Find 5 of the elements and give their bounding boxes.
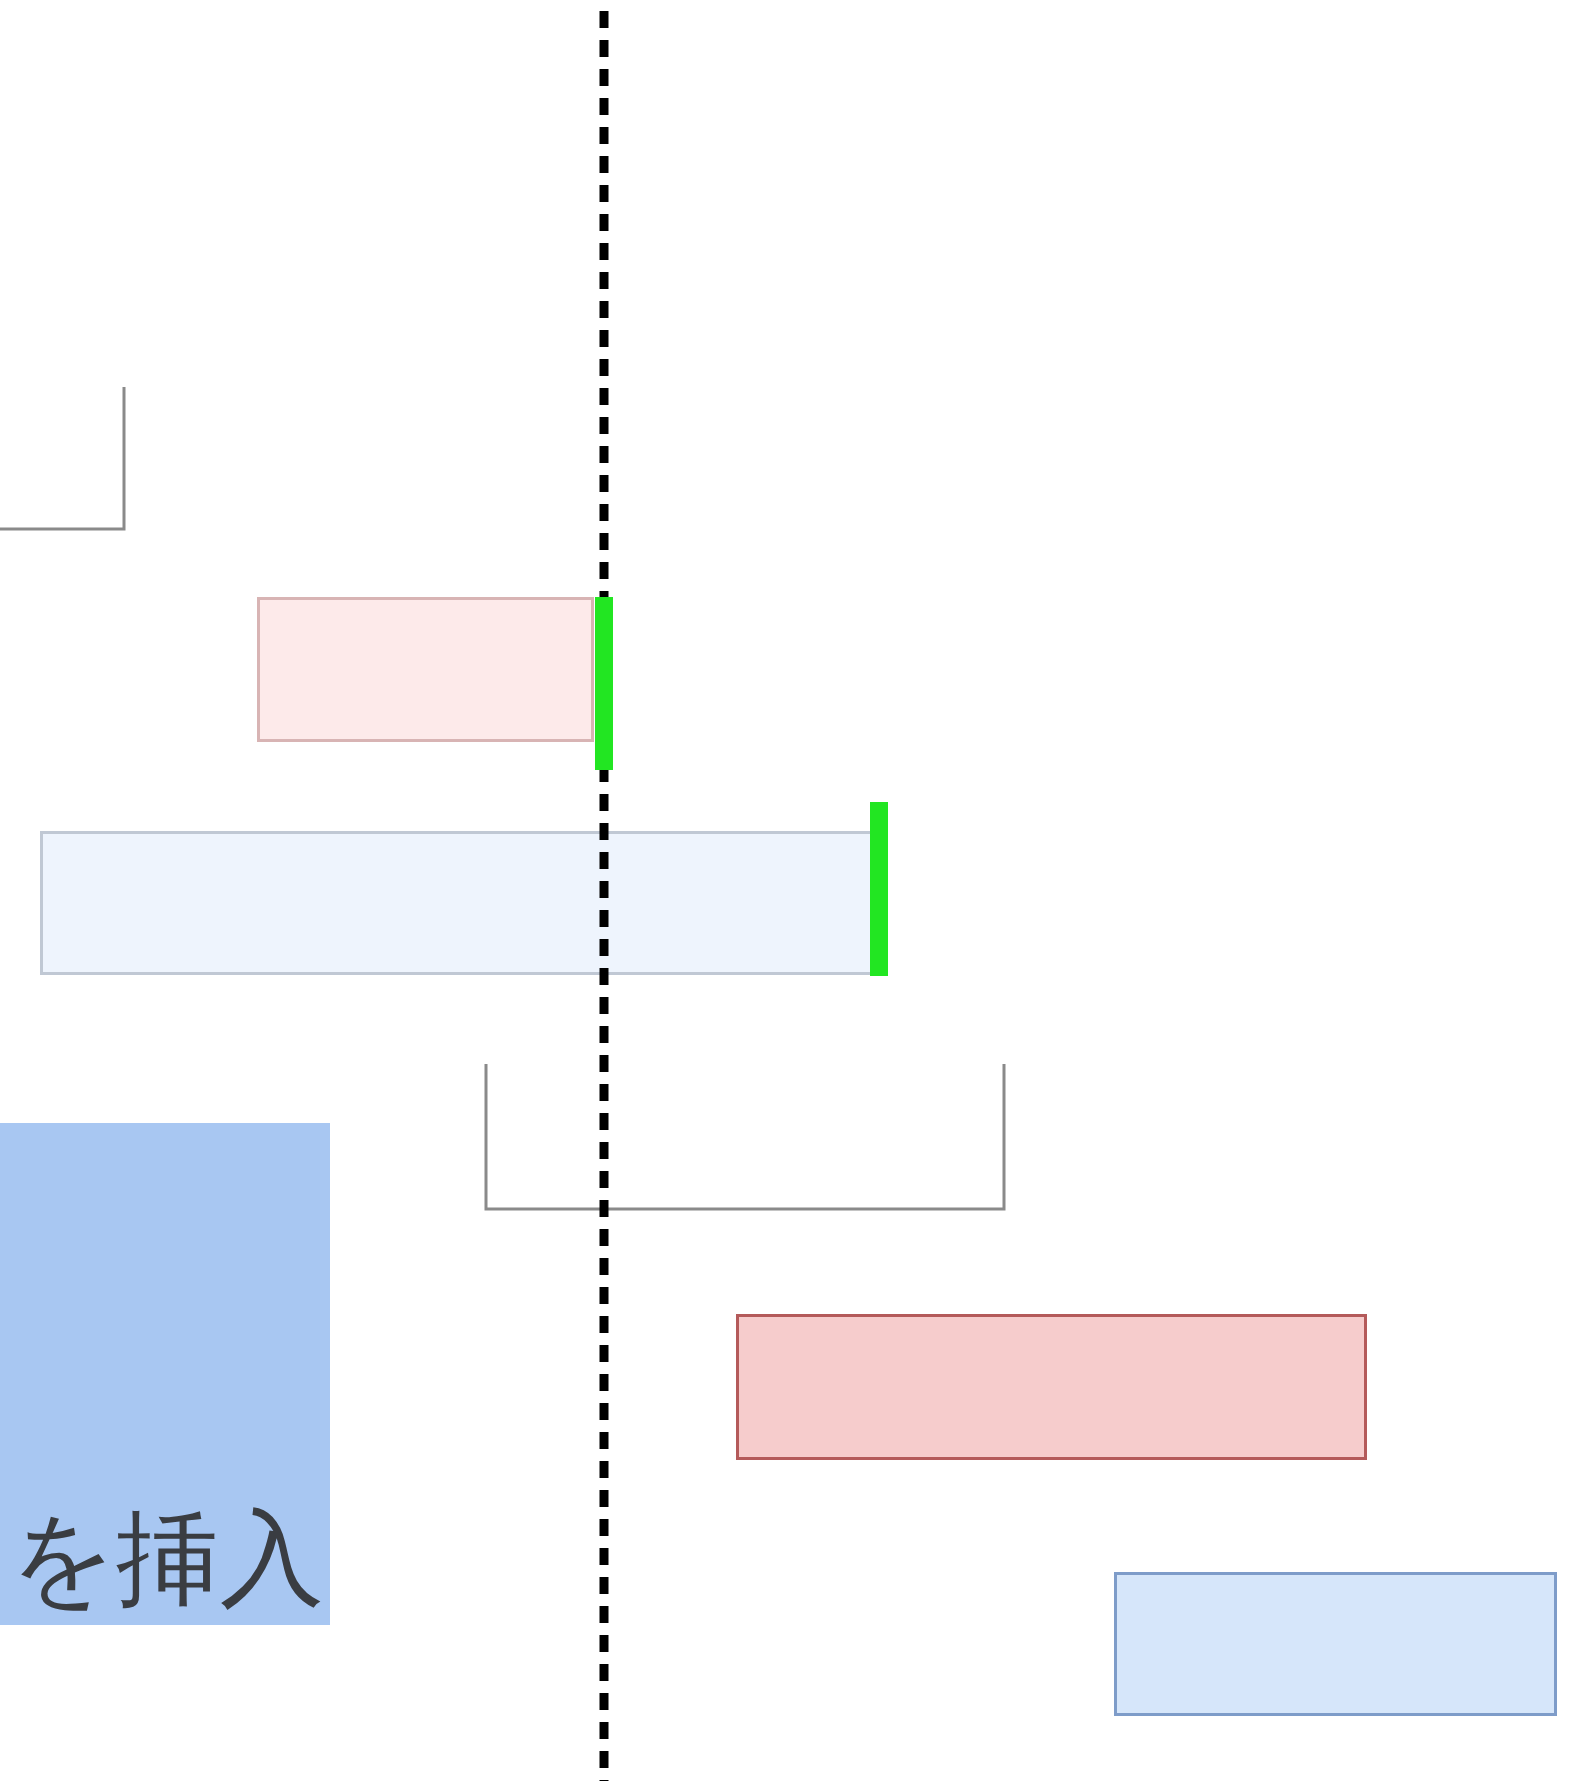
task-bar: [257, 597, 594, 742]
note-box: [0, 1123, 330, 1625]
task-bar: [1114, 1572, 1557, 1716]
note-text: を挿入: [10, 1500, 324, 1615]
task-bar: [736, 1314, 1367, 1460]
